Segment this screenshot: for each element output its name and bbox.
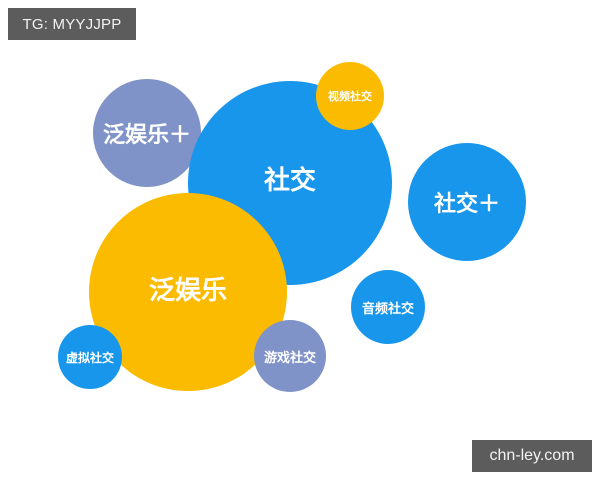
bubble-label: 社交＋ [433, 192, 500, 217]
bubble-label: 泛娱乐＋ [102, 123, 191, 148]
bubble-xuni-shejiao: 虚拟社交 [58, 325, 122, 389]
bubble-label: 泛娱乐 [148, 275, 227, 306]
watermark-bottom-right: chn-ley.com [472, 440, 592, 472]
bubble-label: 游戏社交 [263, 350, 316, 366]
bubble-youxi-shejiao: 游戏社交 [254, 320, 326, 392]
bubble-label: 社交 [263, 165, 316, 196]
watermark-top-left: TG: MYYJJPP [8, 8, 136, 40]
bubble-shipin-shejiao: 视频社交 [316, 62, 384, 130]
bubble-label: 视频社交 [328, 90, 372, 103]
watermark-bottom-text: chn-ley.com [489, 447, 575, 464]
bubble-label: 音频社交 [361, 301, 414, 317]
bubble-label: 虚拟社交 [65, 350, 114, 365]
bubble-fan-yule-plus: 泛娱乐＋ [93, 79, 201, 187]
watermark-top-text: TG: MYYJJPP [22, 15, 122, 33]
bubble-yinpin-shejiao: 音频社交 [351, 270, 425, 344]
bubble-shejiao-plus: 社交＋ [408, 143, 526, 261]
